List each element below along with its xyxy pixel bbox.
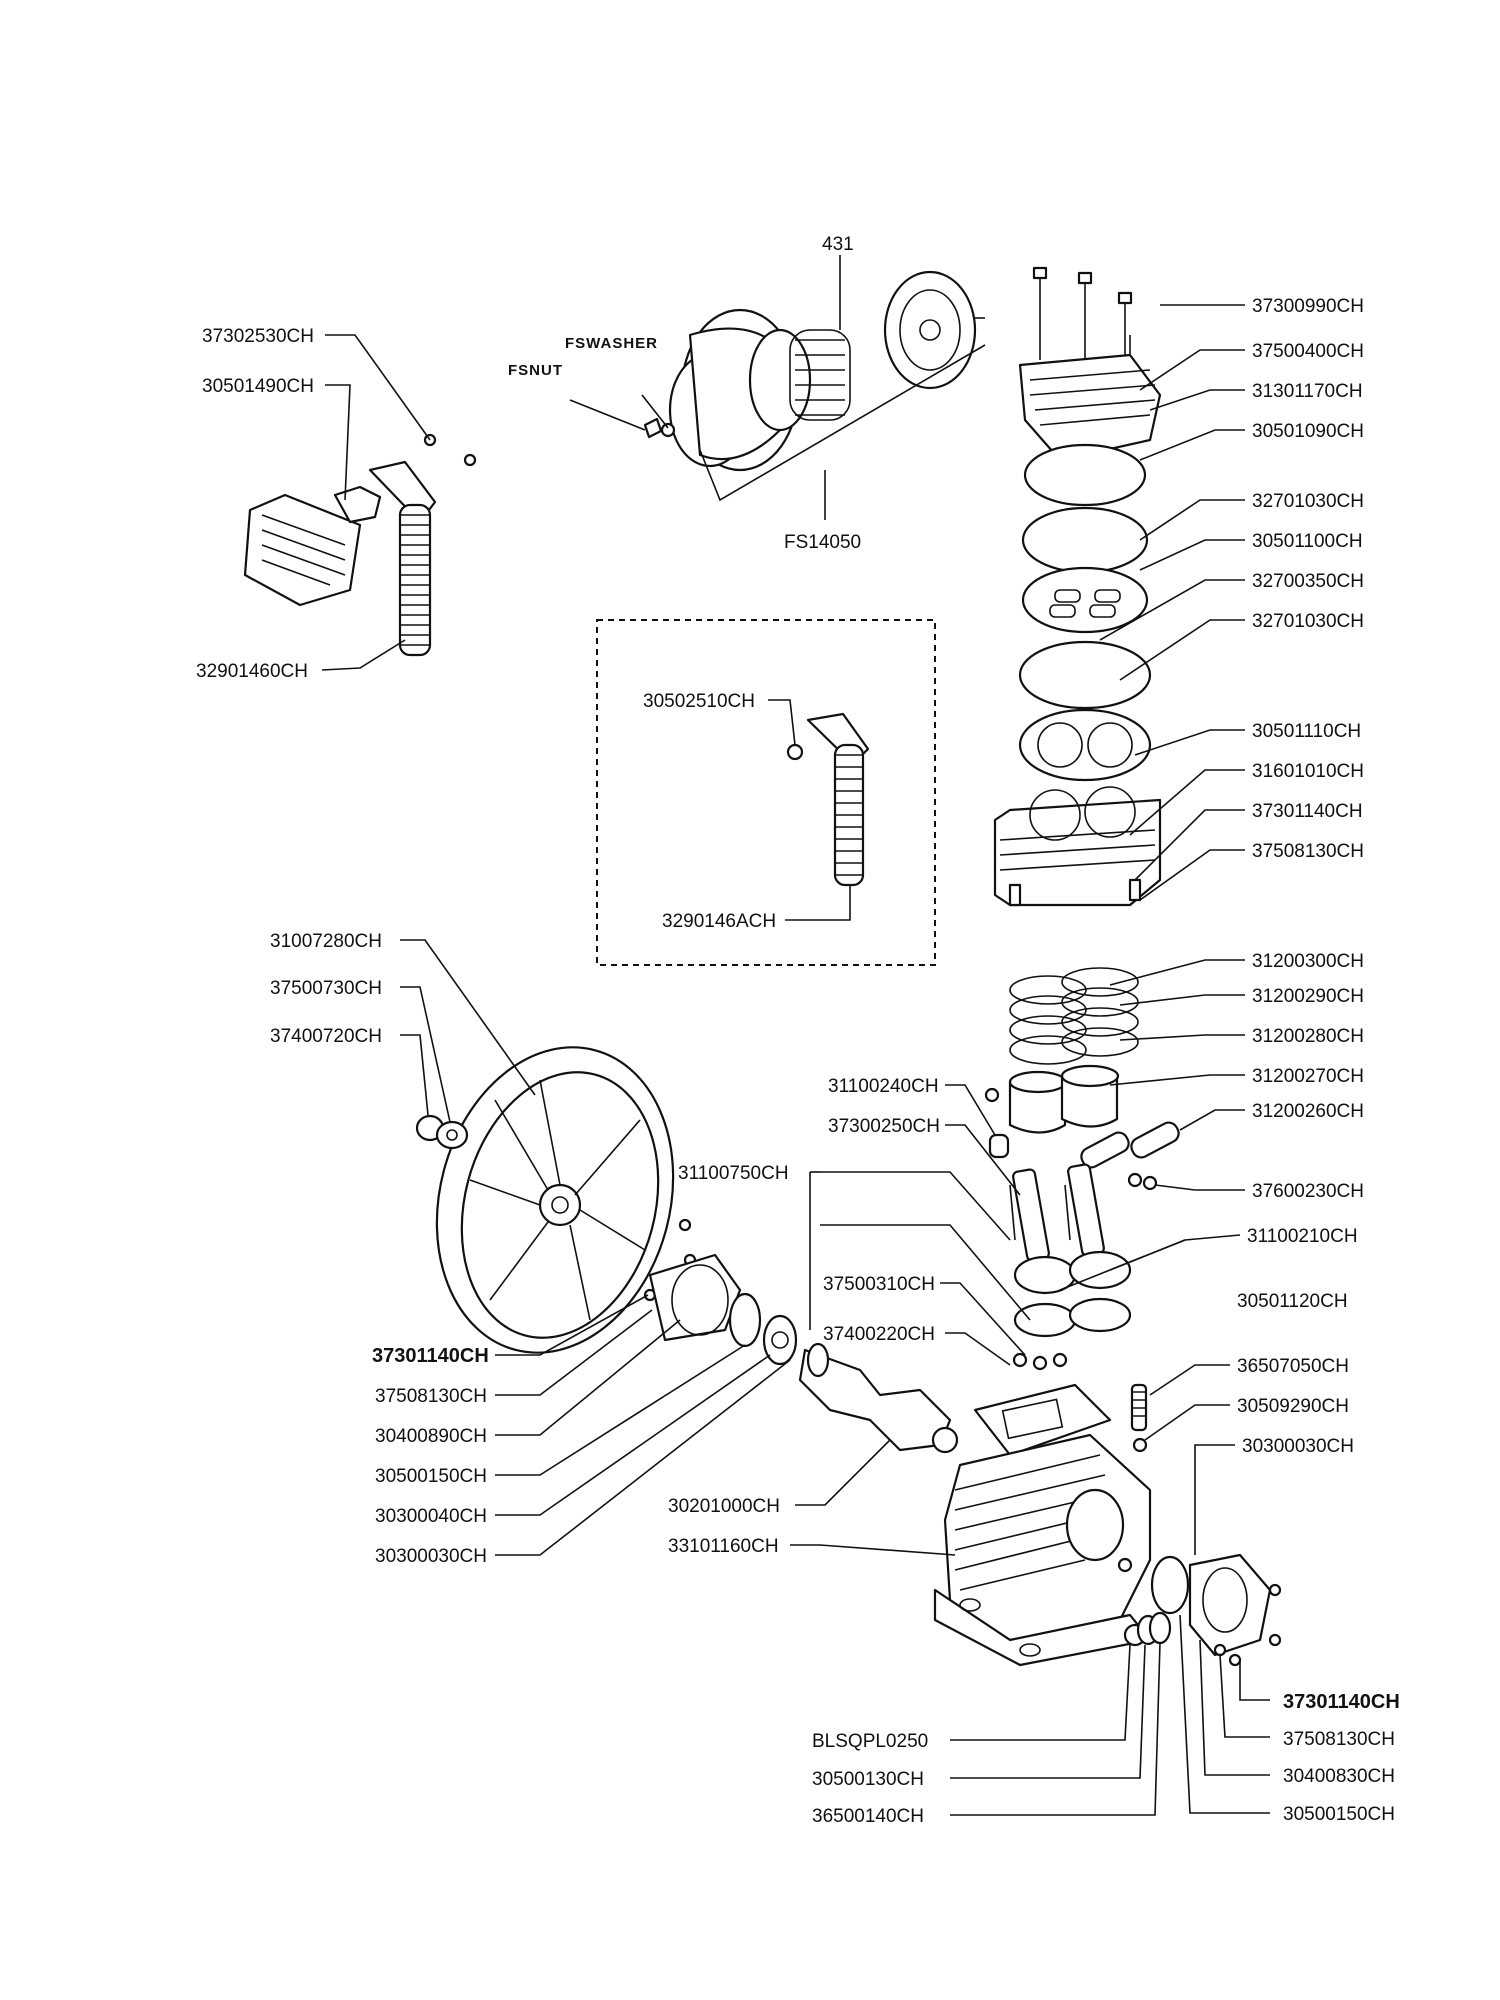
label-30300030ch-b: 30300030CH [375,1546,487,1567]
label-37400220ch: 37400220CH [823,1324,935,1345]
label-fs14050: FS14050 [784,532,861,553]
label-30509290ch: 30509290CH [1237,1396,1349,1417]
label-3290146ach: 3290146ACH [662,911,776,932]
label-37301140ch-c: 37301140CH [1283,1691,1400,1713]
label-fsnut: FSNUT [508,362,563,379]
label-30501100ch: 30501100CH [1252,531,1363,552]
hose-icon [786,712,870,887]
label-37400720ch: 37400720CH [270,1026,382,1047]
label-30502510ch: 30502510CH [643,691,755,712]
label-30500150ch-a: 30500150CH [375,1466,487,1487]
connecting-rod-icon [988,1133,1132,1371]
air-filter-icon [643,270,985,472]
label-30501490ch: 30501490CH [202,376,314,397]
label-31007280ch: 31007280CH [270,931,382,952]
label-32701030ch-a: 32701030CH [1252,491,1364,512]
crankshaft-icon [798,1342,959,1454]
label-31200260ch: 31200260CH [1252,1101,1364,1122]
label-37500310ch: 37500310CH [823,1274,935,1295]
label-31200270ch: 31200270CH [1252,1066,1364,1087]
bearing-cover-icon [1150,1553,1282,1667]
right-head-icon [993,353,1162,907]
label-37500400ch: 37500400CH [1252,341,1364,362]
label-31301170ch: 31301170CH [1252,381,1363,402]
label-31200280ch: 31200280CH [1252,1026,1364,1047]
bearing-housing-icon [643,1218,798,1366]
label-30201000ch: 30201000CH [668,1496,780,1517]
label-30300040ch: 30300040CH [375,1506,487,1527]
label-32901460ch: 32901460CH [196,661,308,682]
label-31200300ch: 31200300CH [1252,951,1364,972]
label-31100240ch: 31100240CH [828,1076,939,1097]
cylinder-head-icon [243,433,477,657]
label-37300250ch: 37300250CH [828,1116,940,1137]
label-30501090ch: 30501090CH [1252,421,1364,442]
label-31100210ch: 31100210CH [1247,1226,1358,1247]
label-37300990ch: 37300990CH [1252,296,1364,317]
label-30500130ch: 30500130CH [812,1769,924,1790]
label-37600230ch: 37600230CH [1252,1181,1364,1202]
label-30300030ch-a: 30300030CH [1242,1436,1354,1457]
label-30501120ch: 30501120CH [1237,1291,1348,1312]
label-31200290ch: 31200290CH [1252,986,1364,1007]
label-36500140ch: 36500140CH [812,1806,924,1827]
piston-set-icon [984,967,1180,1191]
crankcase-icon [933,1383,1152,1667]
label-32700350ch: 32700350CH [1252,571,1364,592]
label-blsqpl0250: BLSQPL0250 [812,1731,928,1752]
label-33101160ch: 33101160CH [668,1536,779,1557]
label-37508130ch-a: 37508130CH [1252,841,1364,862]
label-37301140ch-b: 37301140CH [372,1345,489,1367]
label-37500730ch: 37500730CH [270,978,382,999]
label-30400830ch: 30400830CH [1283,1766,1395,1787]
label-30500150ch-b: 30500150CH [1283,1804,1395,1825]
label-31100750ch: 31100750CH [678,1163,789,1184]
label-30501110ch: 30501110CH [1252,721,1361,742]
label-431: 431 [822,234,854,255]
label-36507050ch: 36507050CH [1237,1356,1349,1377]
label-fswasher: FSWASHER [565,335,658,352]
label-32701030ch-b: 32701030CH [1252,611,1364,632]
label-37302530ch: 37302530CH [202,326,314,347]
label-37301140ch-a: 37301140CH [1252,801,1363,822]
alternate-part-inset [596,619,936,966]
label-30400890ch: 30400890CH [375,1426,487,1447]
label-37508130ch-b: 37508130CH [375,1386,487,1407]
flywheel-icon [415,1046,675,1354]
label-37508130ch-c: 37508130CH [1283,1729,1395,1750]
label-31601010ch: 31601010CH [1252,761,1364,782]
